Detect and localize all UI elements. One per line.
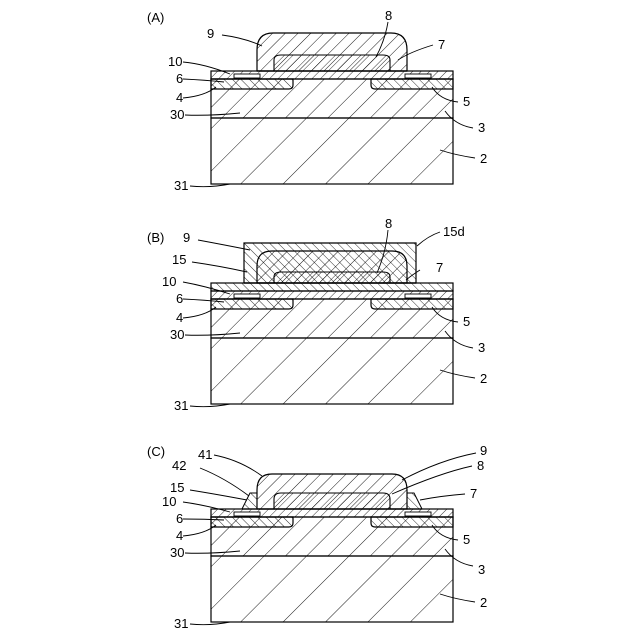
electrode-6-left bbox=[234, 512, 260, 516]
electrode-6-left bbox=[234, 74, 260, 78]
label-31: 31 bbox=[174, 398, 188, 413]
label-30: 30 bbox=[170, 107, 184, 122]
electrode-6-right bbox=[405, 512, 431, 516]
sidewall-15-left bbox=[242, 493, 257, 509]
panel-c: (C) 41 9 42 8 15 7 bbox=[147, 443, 487, 631]
panel-b: (B) 9 8 15d 15 7 bbox=[147, 216, 487, 413]
label-2: 2 bbox=[480, 371, 487, 386]
label-8: 8 bbox=[385, 8, 392, 23]
label-6: 6 bbox=[176, 291, 183, 306]
panel-label: (B) bbox=[147, 230, 164, 245]
region-4 bbox=[211, 299, 293, 309]
region-4 bbox=[211, 517, 293, 527]
label-7: 7 bbox=[438, 37, 445, 52]
label-31: 31 bbox=[174, 616, 188, 631]
label-31: 31 bbox=[174, 178, 188, 193]
layer-15 bbox=[211, 283, 453, 291]
electrode-8 bbox=[274, 493, 390, 509]
label-4: 4 bbox=[176, 90, 183, 105]
label-7: 7 bbox=[436, 260, 443, 275]
label-5: 5 bbox=[463, 532, 470, 547]
label-9: 9 bbox=[480, 443, 487, 458]
label-4: 4 bbox=[176, 310, 183, 325]
region-4 bbox=[211, 79, 293, 89]
panel-label: (A) bbox=[147, 10, 164, 25]
label-2: 2 bbox=[480, 595, 487, 610]
substrate-2 bbox=[211, 118, 453, 184]
label-10: 10 bbox=[168, 54, 182, 69]
electrode-8 bbox=[274, 55, 390, 71]
label-5: 5 bbox=[463, 94, 470, 109]
label-5: 5 bbox=[463, 314, 470, 329]
label-4: 4 bbox=[176, 528, 183, 543]
label-42: 42 bbox=[172, 458, 186, 473]
label-41: 41 bbox=[198, 447, 212, 462]
label-6: 6 bbox=[176, 511, 183, 526]
substrate-2 bbox=[211, 338, 453, 404]
label-9: 9 bbox=[207, 26, 214, 41]
sidewall-15-right bbox=[407, 493, 422, 509]
region-5 bbox=[371, 517, 453, 527]
panel-label: (C) bbox=[147, 444, 165, 459]
electrode-6-left bbox=[234, 294, 260, 298]
label-10: 10 bbox=[162, 274, 176, 289]
label-3: 3 bbox=[478, 562, 485, 577]
label-7: 7 bbox=[470, 486, 477, 501]
region-5 bbox=[371, 299, 453, 309]
panel-a: (A) 9 8 7 10 6 bbox=[147, 8, 487, 193]
substrate-2 bbox=[211, 556, 453, 622]
label-8: 8 bbox=[385, 216, 392, 231]
label-3: 3 bbox=[478, 120, 485, 135]
electrode-8 bbox=[274, 272, 390, 283]
label-9: 9 bbox=[183, 230, 190, 245]
label-2: 2 bbox=[480, 151, 487, 166]
label-30: 30 bbox=[170, 545, 184, 560]
label-8: 8 bbox=[477, 458, 484, 473]
label-15: 15 bbox=[172, 252, 186, 267]
label-10: 10 bbox=[162, 494, 176, 509]
label-3: 3 bbox=[478, 340, 485, 355]
region-5 bbox=[371, 79, 453, 89]
label-15d: 15d bbox=[443, 224, 465, 239]
electrode-6-right bbox=[405, 294, 431, 298]
label-15: 15 bbox=[170, 480, 184, 495]
label-30: 30 bbox=[170, 327, 184, 342]
electrode-6-right bbox=[405, 74, 431, 78]
label-6: 6 bbox=[176, 71, 183, 86]
